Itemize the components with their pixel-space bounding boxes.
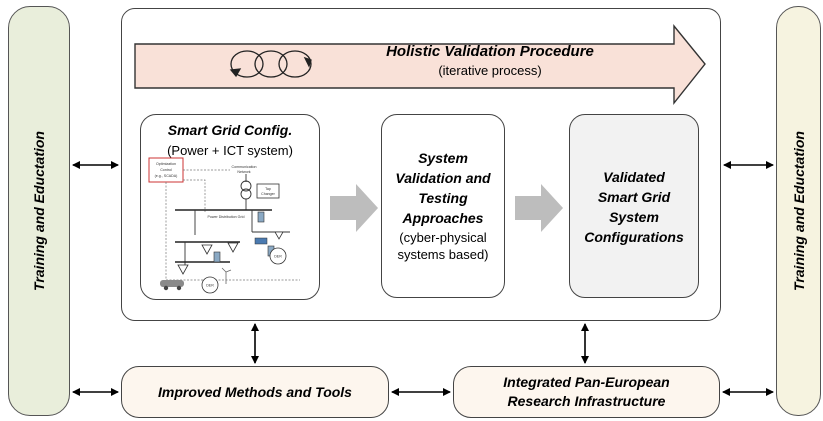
system-validation-subtitle-1: (cyber-physical: [399, 230, 487, 245]
system-validation-subtitle-2: systems based): [397, 247, 489, 262]
banner-title: Holistic Validation Procedure: [386, 43, 594, 60]
system-validation-title-1: System: [418, 150, 468, 166]
training-education-right-label: Training and Eductation: [790, 131, 807, 291]
research-infrastructure-box: Integrated Pan-European Research Infrast…: [453, 366, 720, 418]
smart-grid-config-card: Smart Grid Config. (Power + ICT system): [140, 114, 320, 300]
training-education-left: Training and Eductation: [8, 6, 70, 416]
validated-title-3: System: [609, 209, 659, 225]
research-infrastructure-line1: Integrated Pan-European: [503, 374, 670, 390]
system-validation-title-4: Approaches: [402, 210, 484, 226]
system-validation-title-3: Testing: [418, 190, 468, 206]
training-education-left-label: Training and Eductation: [31, 131, 47, 291]
smart-grid-config-subtitle: (Power + ICT system): [167, 143, 293, 158]
smart-grid-config-title: Smart Grid Config.: [167, 122, 293, 138]
training-education-right: Training and Eductation: [776, 6, 821, 416]
banner-subtitle: (iterative process): [438, 63, 542, 78]
validated-configurations-card: Validated Smart Grid System Configuratio…: [569, 114, 699, 298]
system-validation-card: System Validation and Testing Approaches…: [381, 114, 505, 298]
validated-title-4: Configurations: [584, 229, 684, 245]
validated-title-1: Validated: [603, 169, 665, 185]
system-validation-title-2: Validation and: [395, 170, 491, 186]
research-infrastructure-line2: Research Infrastructure: [507, 393, 666, 409]
improved-methods-label: Improved Methods and Tools: [158, 383, 352, 400]
validated-title-2: Smart Grid: [597, 189, 671, 205]
improved-methods-box: Improved Methods and Tools: [121, 366, 389, 418]
